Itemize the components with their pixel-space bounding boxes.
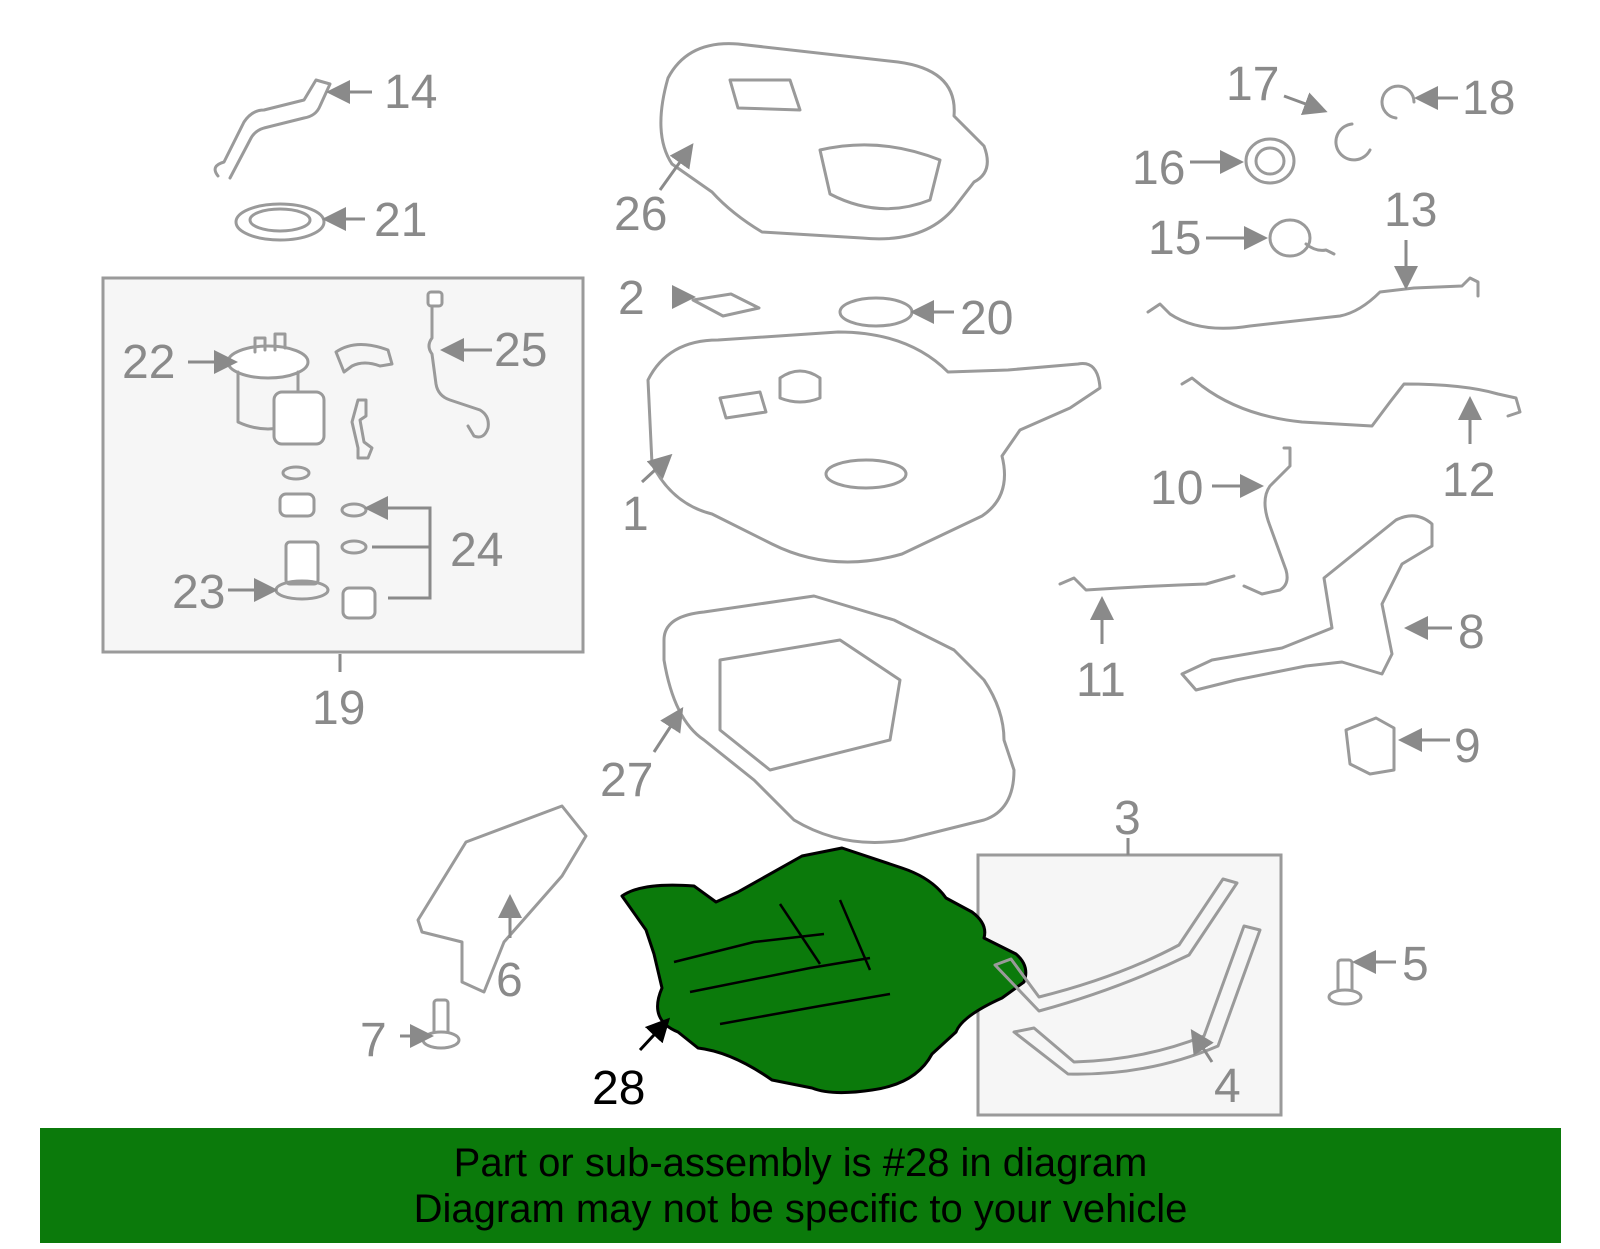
callout-3: 3 — [1114, 792, 1141, 845]
callout-2: 2 — [618, 272, 645, 325]
pump-harness — [350, 398, 374, 460]
callout-4: 4 — [1214, 1060, 1241, 1113]
callout-14: 14 — [384, 66, 437, 119]
callout-16: 16 — [1132, 142, 1185, 195]
part-26-upper-shield[interactable] — [659, 42, 989, 241]
callout-1: 1 — [622, 488, 649, 541]
callout-5: 5 — [1402, 938, 1429, 991]
part-12-fuel-line[interactable] — [1180, 376, 1522, 428]
part-11-hose[interactable] — [1058, 574, 1236, 592]
part-7-bolt[interactable] — [421, 998, 461, 1050]
part-9-bracket[interactable] — [1344, 716, 1396, 776]
part-28-ribs — [673, 899, 891, 1026]
callout-27: 27 — [600, 754, 653, 807]
callout-28-highlighted: 28 — [592, 1062, 645, 1115]
pump-clip — [334, 343, 394, 374]
part-22-fuel-pump[interactable] — [226, 332, 326, 446]
part-5-bolt[interactable] — [1327, 958, 1363, 1006]
info-banner: Part or sub-assembly is #28 in diagram D… — [40, 1128, 1561, 1243]
part-24-o-ring-b[interactable] — [340, 539, 368, 555]
callout-labels: 14 21 22 25 24 23 19 26 2 20 1 27 6 7 28… — [122, 58, 1515, 1115]
callout-21: 21 — [374, 194, 427, 247]
leader-lines — [188, 80, 1482, 1063]
callout-12: 12 — [1442, 454, 1495, 507]
callout-18: 18 — [1462, 72, 1515, 125]
callout-26: 26 — [614, 188, 667, 241]
part-16-seal[interactable] — [1244, 137, 1296, 185]
part-27-lower-shield[interactable] — [662, 594, 1016, 844]
part-16-seal-inner — [1254, 146, 1286, 176]
part-25-sender[interactable] — [427, 296, 490, 439]
part-20-gasket[interactable] — [838, 296, 914, 328]
part-21-lock-ring-inner — [248, 207, 312, 233]
callout-17: 17 — [1226, 58, 1279, 111]
callout-11: 11 — [1076, 654, 1126, 707]
part-13-fuel-line[interactable] — [1146, 276, 1480, 330]
callout-8: 8 — [1458, 606, 1485, 659]
part-2-gasket[interactable] — [691, 292, 761, 318]
part-14-vent-tube[interactable] — [213, 78, 332, 180]
callout-19: 19 — [312, 682, 365, 735]
callout-24: 24 — [450, 524, 503, 577]
part-4-strap-upper[interactable] — [993, 877, 1239, 1013]
part-26-detail — [728, 78, 942, 211]
part-24-valve[interactable] — [341, 586, 377, 620]
part-1-pump-port — [824, 458, 908, 490]
part-1-detail — [718, 369, 822, 420]
callout-7: 7 — [360, 1014, 387, 1067]
callout-13: 13 — [1384, 184, 1437, 237]
part-15-fuel-cap[interactable] — [1268, 218, 1336, 258]
banner-line-1: Part or sub-assembly is #28 in diagram — [453, 1140, 1148, 1185]
callout-10: 10 — [1150, 462, 1203, 515]
pump-filter-cup — [278, 492, 316, 518]
part-17-clip[interactable] — [1334, 122, 1372, 162]
part-18-clip[interactable] — [1380, 84, 1416, 120]
callout-23: 23 — [172, 566, 225, 619]
part-8-filler-pipe[interactable] — [1180, 514, 1434, 692]
callout-15: 15 — [1148, 212, 1201, 265]
part-28-protector-highlighted[interactable] — [620, 846, 1028, 1095]
o-ring-upper — [281, 465, 311, 481]
part-1-fuel-tank[interactable] — [646, 330, 1102, 564]
banner-line-2: Diagram may not be specific to your vehi… — [413, 1186, 1188, 1231]
part-4-strap-lower[interactable] — [1012, 924, 1262, 1076]
part-25-sender-cap — [426, 290, 444, 308]
callout-9: 9 — [1454, 720, 1481, 773]
callout-6: 6 — [496, 954, 523, 1007]
callout-20: 20 — [960, 292, 1013, 345]
callout-25: 25 — [494, 324, 547, 377]
part-10-hose[interactable] — [1242, 446, 1292, 596]
callout-22: 22 — [122, 336, 175, 389]
part-27-detail — [718, 638, 902, 772]
